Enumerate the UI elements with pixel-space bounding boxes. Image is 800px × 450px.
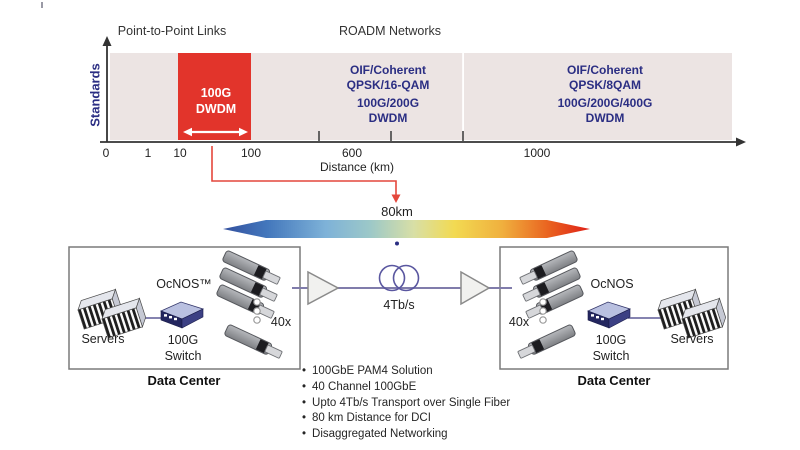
os-label-left: OcNOS™ xyxy=(156,277,212,291)
datacenter-caption-left: Data Center xyxy=(147,373,221,388)
title-roadm: ROADM Networks xyxy=(338,24,442,38)
x-axis-label: Distance (km) xyxy=(319,160,395,174)
datacenter-caption-right: Data Center xyxy=(577,373,651,388)
section-mid-tech: 100G/200G DWDM xyxy=(356,96,420,125)
section-right-standard: OIF/Coherent QPSK/8QAM xyxy=(566,63,644,92)
axis-tick-100: 100 xyxy=(240,146,262,160)
bullet-item: Upto 4Tb/s Transport over Single Fiber xyxy=(302,396,552,412)
axis-tick-marks xyxy=(318,131,464,141)
feature-bullet-list: 100GbE PAM4 Solution 40 Channel 100GbE U… xyxy=(302,364,552,443)
corner-artifact-mark xyxy=(41,2,43,8)
bullet-item: 80 km Distance for DCI xyxy=(302,411,552,427)
x-axis xyxy=(100,137,746,147)
axis-tick-600: 600 xyxy=(341,146,363,160)
distance-callout-arrow xyxy=(211,146,401,203)
highlight-block-100g-dwdm xyxy=(178,53,251,140)
amplifier-icon-left xyxy=(307,270,340,306)
y-axis xyxy=(102,36,112,142)
servers-label-right: Servers xyxy=(670,332,714,346)
switch-label-right: 100G Switch xyxy=(592,333,630,363)
os-label-right: OcNOS xyxy=(590,277,634,291)
axis-tick-1000: 1000 xyxy=(523,146,551,160)
axis-tick-0: 0 xyxy=(102,146,110,160)
range-double-arrow xyxy=(183,127,248,137)
amplifier-icon-right xyxy=(460,270,491,306)
fiber-coil-icon xyxy=(378,264,420,292)
highlight-label: 100G DWDM xyxy=(195,86,237,116)
switch-label-left: 100G Switch xyxy=(164,333,202,363)
section-divider xyxy=(462,53,464,131)
servers-label-left: Servers xyxy=(81,332,125,346)
modules-count-right: 40x xyxy=(508,315,530,329)
span-distance-label: 80km xyxy=(381,204,413,219)
axis-tick-1: 1 xyxy=(144,146,152,160)
bullet-item: Disaggregated Networking xyxy=(302,427,552,443)
axis-tick-10: 10 xyxy=(173,146,187,160)
bullet-item: 100GbE PAM4 Solution xyxy=(302,364,552,380)
title-point-to-point: Point-to-Point Links xyxy=(117,24,227,38)
section-mid-standard: OIF/Coherent QPSK/16-QAM xyxy=(346,63,430,92)
section-right-tech: 100G/200G/400G DWDM xyxy=(557,96,653,125)
y-axis-label: Standards xyxy=(87,63,103,127)
span-gradient-arrow xyxy=(223,220,590,238)
modules-count-left: 40x xyxy=(270,315,292,329)
bullet-item: 40 Channel 100GbE xyxy=(302,380,552,396)
fiber-capacity-label: 4Tb/s xyxy=(383,298,415,312)
center-dot xyxy=(395,241,399,246)
